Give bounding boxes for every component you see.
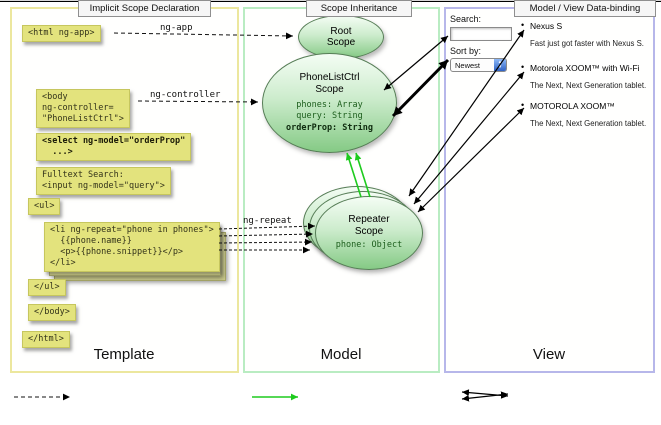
sort-by-dropdown[interactable]: Newest ▲ ▼ bbox=[450, 58, 507, 72]
dropdown-arrows-icon: ▲ ▼ bbox=[494, 59, 506, 71]
legend-data-binding: Model / View Data-binding bbox=[514, 0, 656, 17]
repeater-scope-title: Repeater Scope bbox=[348, 214, 390, 237]
phone-item-desc: The Next, Next Generation tablet. bbox=[530, 81, 647, 90]
legend-binding-arrow-2 bbox=[461, 391, 509, 402]
code-li-ng-repeat: <li ng-repeat="phone in phones"> {{phone… bbox=[44, 222, 220, 273]
code-ul-open: <ul> bbox=[28, 198, 61, 216]
phone-item-name: MOTOROLA XOOM™ bbox=[530, 101, 615, 111]
legend-implicit-scope: Implicit Scope Declaration bbox=[78, 0, 211, 17]
repeater-scope-ellipse: Repeater Scope phone: Object bbox=[315, 196, 423, 270]
phonelistctrl-scope-title: PhoneListCtrl Scope bbox=[299, 72, 360, 95]
code-html-ng-app: <html ng-app> bbox=[22, 25, 101, 43]
phone-item-name: Motorola XOOM™ with Wi-Fi bbox=[530, 63, 640, 73]
search-input[interactable] bbox=[450, 27, 512, 41]
code-body-close: </body> bbox=[28, 304, 76, 322]
ng-app-arrow-label: ng-app bbox=[160, 23, 193, 33]
phone-item-name: Nexus S bbox=[530, 21, 563, 31]
legend-binding-arrow-1 bbox=[461, 389, 509, 399]
sort-by-selected-value: Newest bbox=[455, 61, 481, 70]
template-panel-label: Template bbox=[93, 346, 155, 363]
code-select-ng-model: <select ng-model="orderProp" ...> bbox=[36, 133, 192, 162]
bullet-icon: • bbox=[521, 62, 525, 72]
root-scope-ellipse: Root Scope bbox=[298, 15, 384, 59]
scope-prop-query: query: String bbox=[296, 111, 363, 122]
bullet-icon: • bbox=[521, 100, 525, 110]
legend-scope-inheritance: Scope Inheritance bbox=[306, 0, 412, 17]
sort-by-label: Sort by: bbox=[450, 46, 482, 56]
model-panel-label: Model bbox=[320, 346, 362, 363]
root-scope-title: Root Scope bbox=[326, 25, 356, 49]
phonelistctrl-scope-ellipse: PhoneListCtrl Scope phones: Array query:… bbox=[262, 53, 397, 153]
code-fulltext-search-input: Fulltext Search: <input ng-model="query"… bbox=[36, 167, 171, 196]
search-label: Search: bbox=[450, 14, 482, 24]
code-ul-close: </ul> bbox=[28, 279, 66, 297]
ng-controller-arrow-label: ng-controller bbox=[150, 90, 221, 100]
phone-item-desc: Fast just got faster with Nexus S. bbox=[530, 39, 644, 48]
scope-prop-phones: phones: Array bbox=[296, 100, 363, 111]
caret-down-icon: ▼ bbox=[497, 64, 503, 69]
bullet-icon: • bbox=[521, 20, 525, 30]
scope-prop-orderprop: orderProp: String bbox=[286, 122, 373, 133]
scope-prop-phone: phone: Object bbox=[335, 240, 403, 251]
code-body-ng-controller: <body ng-controller= "PhoneListCtrl"> bbox=[36, 89, 130, 129]
ng-repeat-arrow-label: ng-repeat bbox=[243, 216, 292, 226]
view-panel-label: View bbox=[532, 346, 566, 363]
phone-item-desc: The Next, Next Generation tablet. bbox=[530, 119, 647, 128]
code-html-close: </html> bbox=[22, 331, 70, 349]
